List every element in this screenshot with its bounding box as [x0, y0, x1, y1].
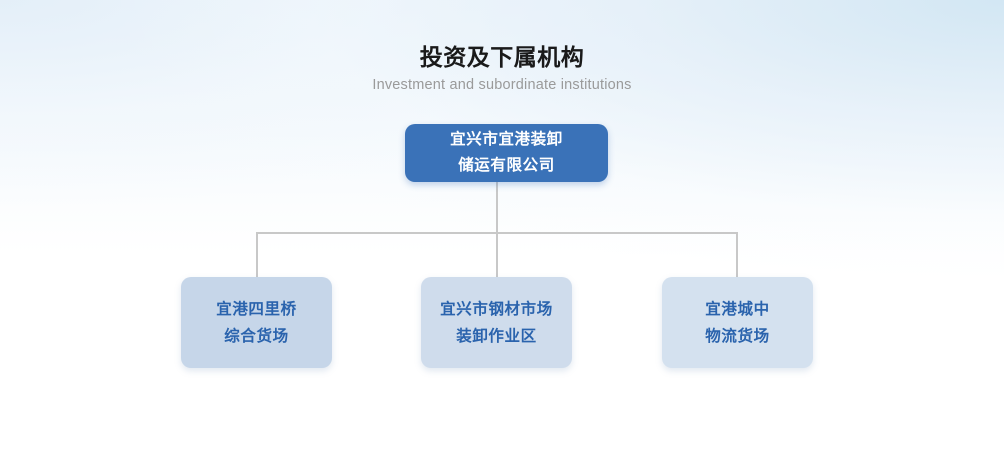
- org-node-child-2-line-1: 宜兴市钢材市场: [440, 300, 553, 318]
- org-node-child-1-line-2: 综合货场: [224, 327, 289, 345]
- page-subtitle: Investment and subordinate institutions: [372, 77, 632, 93]
- org-node-child-2[interactable]: 宜兴市钢材市场 装卸作业区: [421, 277, 572, 368]
- org-node-root-line-2: 储运有限公司: [458, 157, 555, 174]
- connector-drop-child-1: [256, 232, 258, 278]
- org-node-child-1[interactable]: 宜港四里桥 综合货场: [181, 277, 332, 368]
- org-node-child-1-line-1: 宜港四里桥: [216, 300, 297, 318]
- connector-root-stem: [496, 182, 498, 234]
- org-node-root[interactable]: 宜兴市宜港装卸 储运有限公司: [405, 124, 608, 182]
- org-node-child-3[interactable]: 宜港城中 物流货场: [662, 277, 813, 368]
- connector-drop-child-3: [736, 232, 738, 278]
- org-node-child-3-line-2: 物流货场: [705, 327, 770, 345]
- org-node-root-line-1: 宜兴市宜港装卸: [450, 131, 563, 148]
- org-node-child-3-line-1: 宜港城中: [705, 300, 770, 318]
- connector-drop-child-2: [496, 232, 498, 278]
- org-node-child-2-line-2: 装卸作业区: [456, 327, 537, 345]
- page-header: 投资及下属机构 Investment and subordinate insti…: [0, 42, 1004, 95]
- page-title: 投资及下属机构: [419, 44, 585, 70]
